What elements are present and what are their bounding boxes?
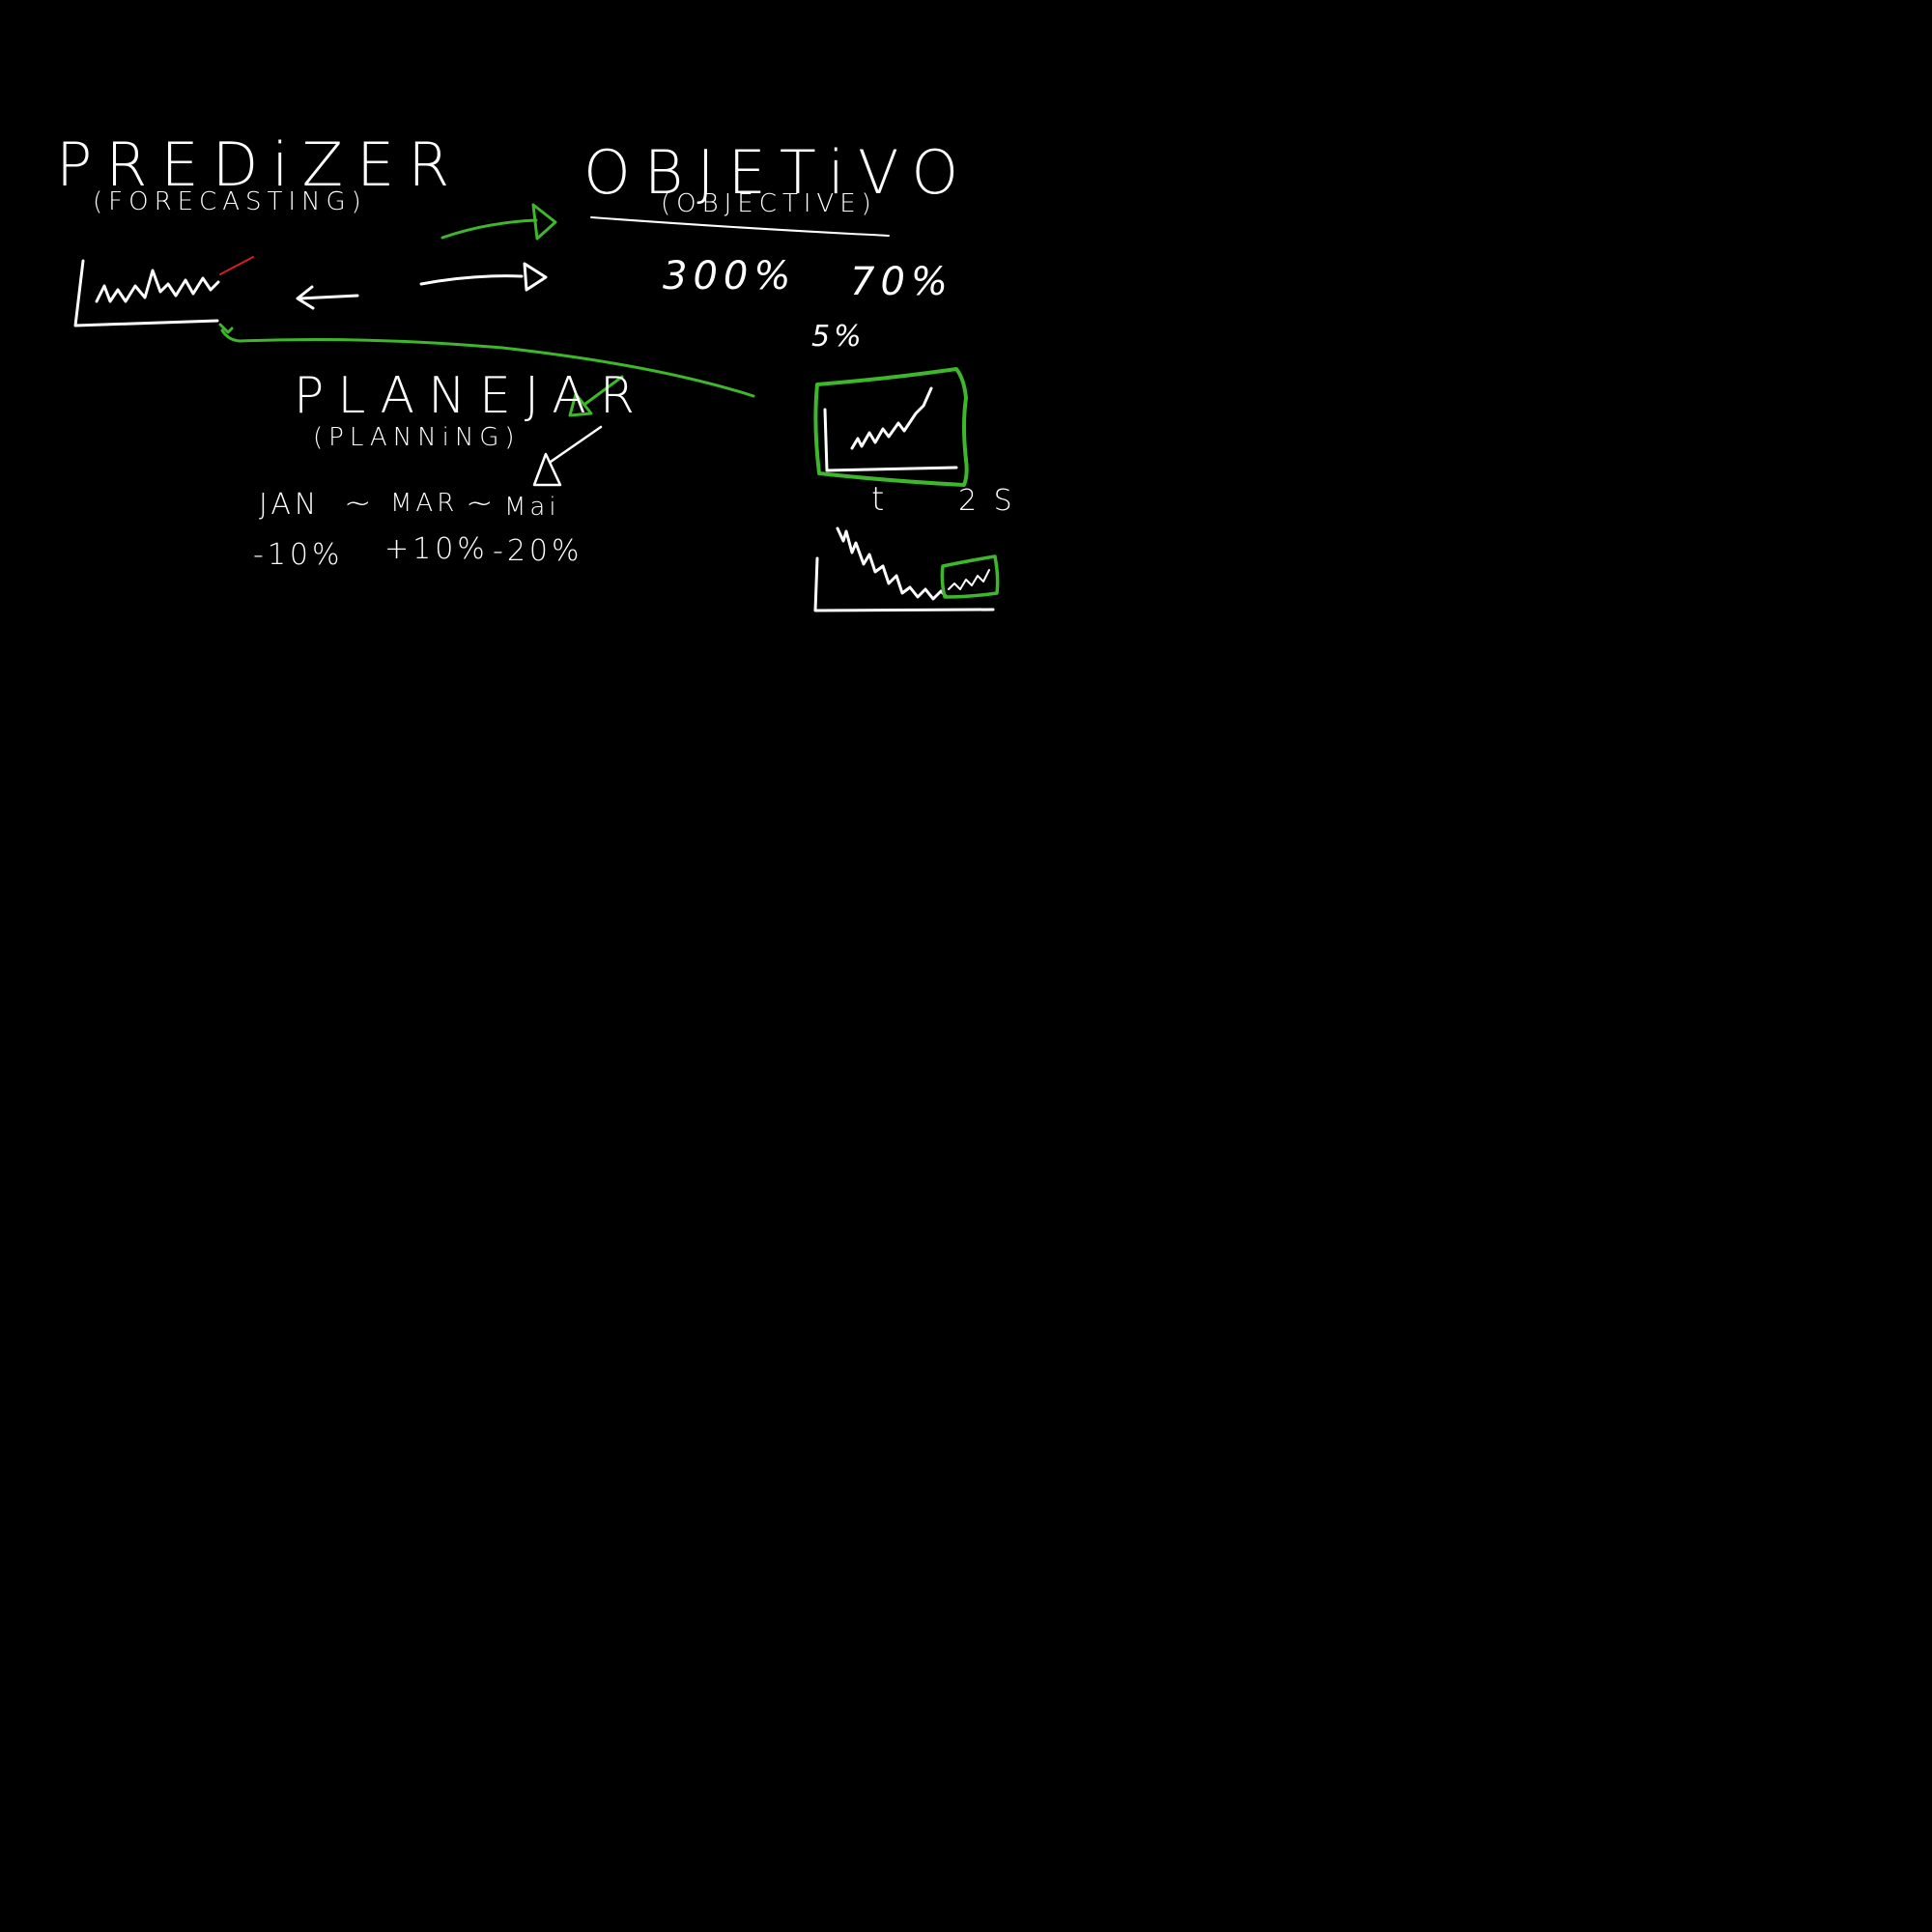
axis-label-t: t — [871, 480, 889, 519]
history-chart-line — [836, 526, 949, 601]
tilde-1: ~ — [344, 484, 376, 523]
connector-green-forecast-to-goal — [218, 323, 755, 398]
history-chart — [813, 526, 1000, 612]
planejar-title: PLANEJAR — [294, 367, 648, 425]
forecast-chart-axes — [73, 259, 219, 327]
forecasting-subtitle: (FORECASTING) — [93, 187, 367, 216]
arrow-right-white — [419, 262, 548, 292]
forecast-chart-line — [95, 269, 220, 303]
forecast-sketch-chart — [73, 259, 220, 327]
tilde-2: ~ — [466, 484, 497, 523]
month-mar: MAR — [390, 489, 459, 518]
plan-value-minus-20: -20% — [493, 534, 583, 568]
axis-label-2s: 2 S — [958, 484, 1016, 518]
planning-subtitle: (PLANNiNG) — [313, 423, 521, 452]
arrow-green-to-planning — [568, 375, 624, 417]
forecast-extension-red-mark — [219, 256, 254, 275]
goal-highlight-frame — [813, 367, 969, 487]
objective-value-5: 5% — [811, 320, 866, 354]
plan-value-minus-10: -10% — [253, 538, 344, 572]
history-chart-axes — [813, 556, 995, 612]
objective-value-70: 70% — [850, 260, 953, 304]
objective-value-300: 300% — [663, 254, 797, 298]
objective-underline — [590, 216, 890, 237]
history-highlight-box — [940, 554, 1000, 599]
arrow-left-white — [296, 285, 359, 310]
month-mai: Mai — [504, 493, 560, 522]
objetivo-title: OBJETiVO — [583, 137, 973, 208]
predizer-title: PREDiZER — [56, 129, 464, 200]
objective-subtitle: (OBJECTIVE) — [661, 189, 877, 218]
history-highlight-line — [948, 569, 990, 590]
plan-value-plus-10: +10% — [384, 532, 489, 566]
goal-chart-line — [850, 386, 933, 450]
arrow-right-green — [440, 203, 557, 241]
goal-growth-chart — [813, 367, 969, 487]
arrow-white-to-planning — [532, 425, 603, 487]
goal-chart-axes — [823, 408, 958, 472]
month-jan: JAN — [259, 488, 321, 522]
